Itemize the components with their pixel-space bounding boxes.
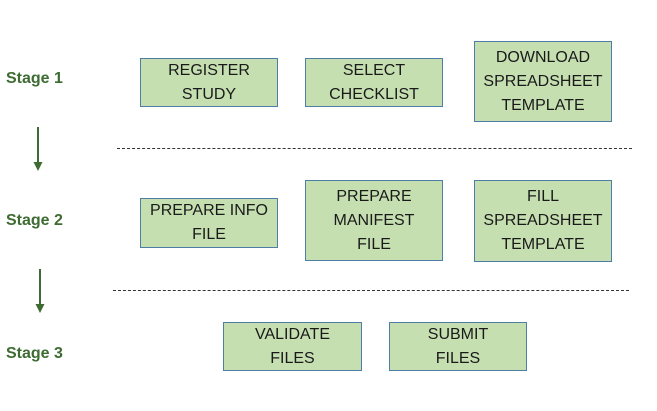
stage-3-label: Stage 3 — [6, 345, 63, 362]
arrow-down-icon — [33, 127, 43, 172]
step-fill-spreadsheet-template: FILL SPREADSHEET TEMPLATE — [474, 180, 612, 262]
step-prepare-info-file: PREPARE INFO FILE — [140, 198, 278, 248]
step-validate-files: VALIDATE FILES — [223, 322, 362, 371]
step-select-checklist: SELECT CHECKLIST — [305, 58, 443, 107]
step-register-study: REGISTER STUDY — [140, 58, 278, 107]
step-prepare-manifest-file: PREPARE MANIFEST FILE — [305, 180, 443, 261]
stage-divider-2 — [113, 290, 629, 291]
step-submit-files: SUBMIT FILES — [389, 322, 527, 371]
stage-1-label: Stage 1 — [6, 70, 63, 87]
stage-divider-1 — [117, 148, 632, 149]
stage-2-label: Stage 2 — [6, 212, 63, 229]
step-download-spreadsheet-template: DOWNLOAD SPREADSHEET TEMPLATE — [474, 41, 612, 122]
arrow-down-icon — [35, 269, 45, 314]
